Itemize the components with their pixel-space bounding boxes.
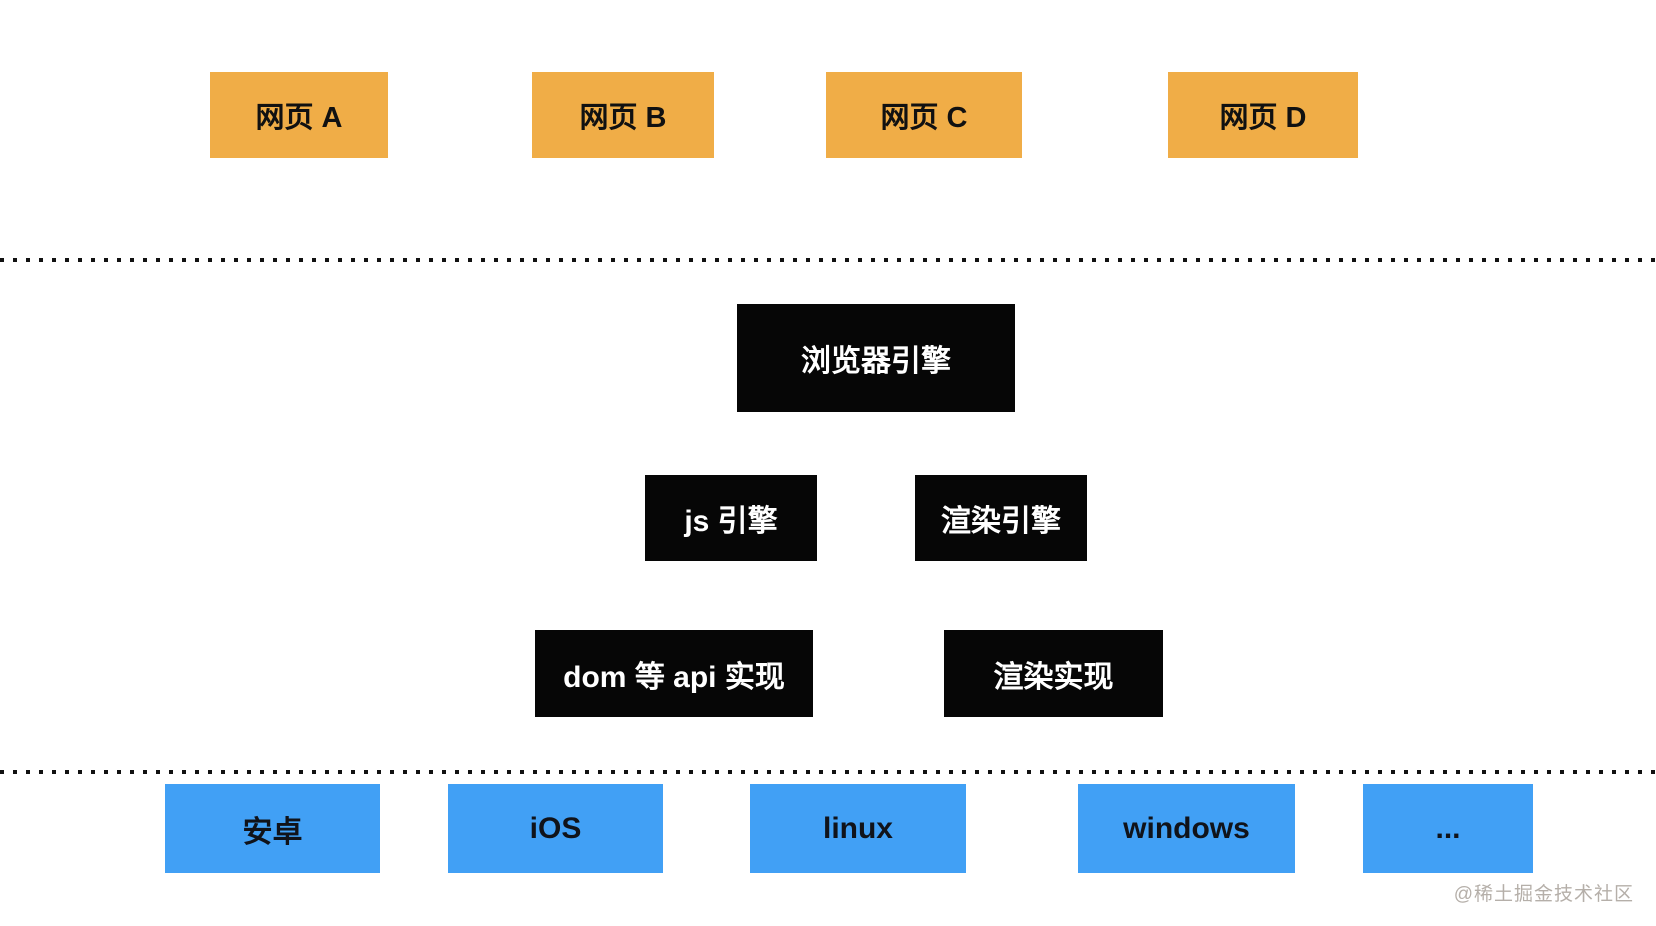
platform-linux-box: linux [750,784,966,873]
dom-api-impl-label: dom 等 api 实现 [563,660,785,694]
juejin-watermark: @稀土掘金技术社区 [1453,884,1634,905]
separator-dotted-bottom [0,770,1656,774]
platform-more-label: ... [1435,811,1461,845]
webpage-a-label: 网页 A [255,102,343,134]
render-engine-label: 渲染引擎 [941,505,1061,538]
js-engine-box: js 引擎 [645,475,817,561]
platform-linux-label: linux [822,811,893,845]
platform-windows-box: windows [1078,784,1295,873]
platform-android-label: 安卓 [242,815,303,849]
platform-android-box: 安卓 [165,784,380,873]
platform-ios-box: iOS [448,784,663,873]
platform-windows-label: windows [1123,811,1250,845]
webpage-a-box: 网页 A [210,72,388,158]
render-impl-box: 渲染实现 [944,630,1163,717]
dom-api-impl-box: dom 等 api 实现 [535,630,813,717]
js-engine-label: js 引擎 [684,505,778,538]
webpage-d-label: 网页 D [1219,102,1307,134]
render-engine-box: 渲染引擎 [915,475,1087,561]
browser-engine-box: 浏览器引擎 [737,304,1015,412]
separator-dotted-top [0,258,1656,262]
webpage-b-box: 网页 B [532,72,714,158]
render-impl-label: 渲染实现 [993,660,1114,694]
webpage-b-label: 网页 B [579,102,667,134]
webpage-c-label: 网页 C [880,102,968,134]
webpage-d-box: 网页 D [1168,72,1358,158]
platform-ios-label: iOS [529,811,582,845]
webpage-c-box: 网页 C [826,72,1022,158]
browser-engine-label: 浏览器引擎 [801,345,951,378]
platform-more-box: ... [1363,784,1533,873]
